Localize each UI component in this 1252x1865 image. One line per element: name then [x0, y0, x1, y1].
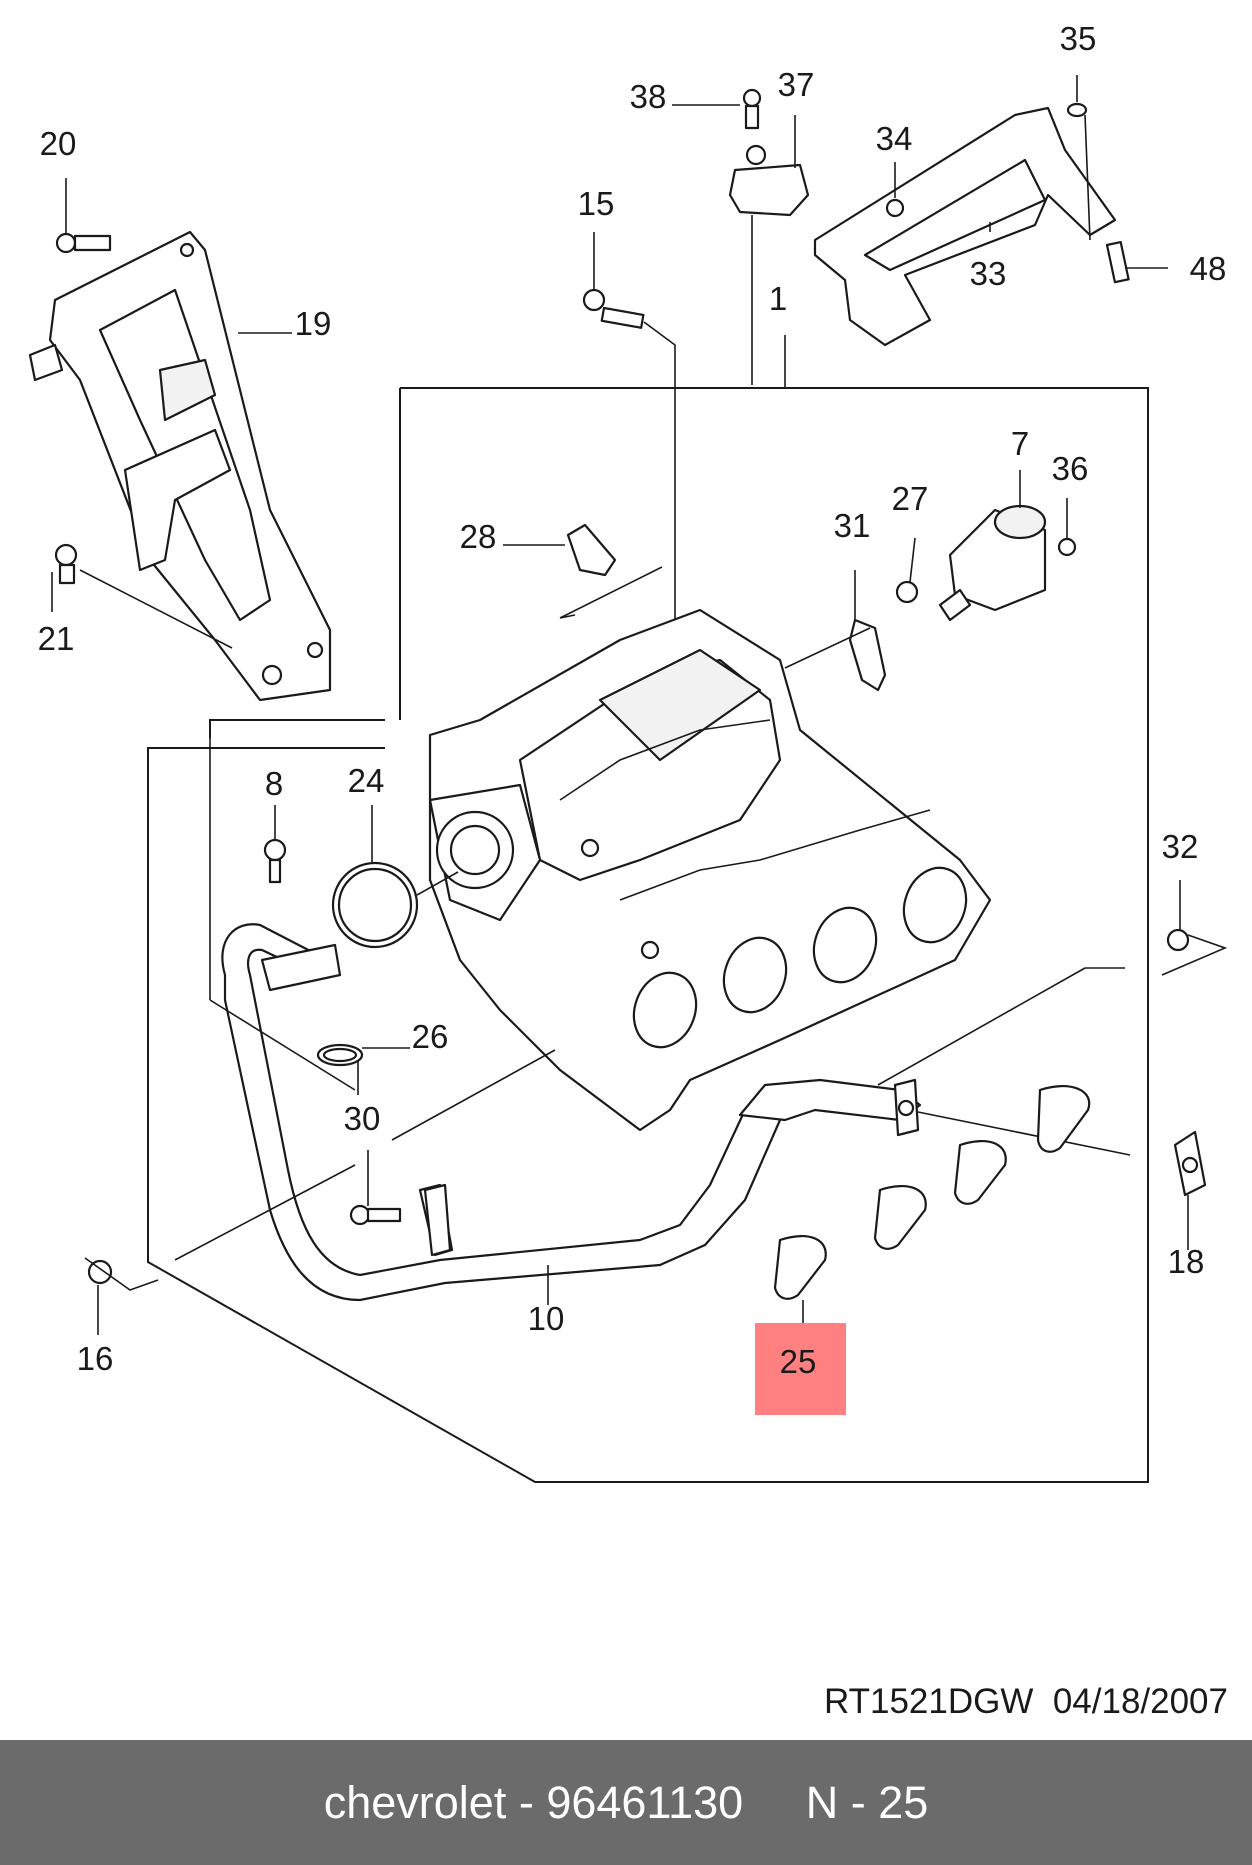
callout-15: 15 — [578, 185, 615, 222]
callout-28: 28 — [460, 518, 497, 555]
callout-38: 38 — [630, 78, 667, 115]
flange-18 — [1173, 1130, 1207, 1250]
callout-24: 24 — [348, 762, 385, 799]
callout-36: 36 — [1052, 450, 1089, 487]
callout-1: 1 — [769, 280, 787, 317]
callout-21: 21 — [38, 620, 75, 657]
callout-26: 26 — [412, 1018, 449, 1055]
callout-27: 27 — [892, 480, 929, 517]
callout-10: 10 — [528, 1300, 565, 1337]
bolt-38 — [672, 88, 762, 130]
callout-8: 8 — [265, 765, 283, 802]
bolt-36 — [1057, 498, 1077, 557]
stud-48 — [1105, 240, 1168, 284]
nut-32 — [1161, 880, 1228, 976]
bolt-pipe-bracket — [174, 1049, 556, 1261]
callout-20: 20 — [40, 125, 77, 162]
bolt-34 — [885, 162, 905, 218]
nut-16 — [84, 1257, 159, 1335]
intake-manifold — [428, 608, 992, 1132]
washer-35 — [1066, 75, 1091, 241]
callout-18: 18 — [1168, 1243, 1205, 1280]
bracket-30-lines — [209, 738, 359, 1095]
valve-7 — [938, 470, 1047, 622]
callout-37: 37 — [778, 66, 815, 103]
parts-diagram: 20 19 21 38 37 15 1 35 34 33 48 7 36 27 … — [28, 20, 1228, 1483]
callout-33: 33 — [970, 255, 1007, 292]
callout-31: 31 — [834, 507, 871, 544]
callout-25: 25 — [780, 1343, 817, 1380]
gasket-24 — [331, 805, 459, 949]
nut-27 — [895, 537, 919, 604]
bracket-33 — [813, 106, 1117, 347]
clip-28 — [503, 523, 663, 619]
footer-bar: chevrolet - 96461130 N - 25 — [0, 1740, 1252, 1865]
runner-gaskets — [773, 967, 1125, 1342]
callout-19: 19 — [295, 305, 332, 342]
bolt-21 — [51, 543, 233, 649]
screw-8 — [263, 805, 287, 884]
callout-48: 48 — [1190, 250, 1227, 287]
footer-part-number: chevrolet - 96461130 N - 25 — [323, 1776, 929, 1828]
drawing-code: RT1521DGW 04/18/2007 — [823, 1682, 1228, 1721]
callout-30: 30 — [344, 1100, 381, 1137]
callout-16: 16 — [77, 1340, 114, 1377]
manifold-runners — [632, 866, 968, 1049]
callout-35: 35 — [1060, 20, 1097, 57]
bolt-20 — [55, 178, 112, 254]
clip-31 — [784, 570, 887, 692]
sensor-37 — [728, 115, 810, 385]
bracket-19 — [28, 230, 332, 702]
callout-34: 34 — [876, 120, 913, 157]
callout-25-highlight — [755, 1323, 846, 1415]
assembly-frame — [147, 335, 1149, 1483]
seal-26 — [316, 1043, 410, 1067]
flange-egr-end — [893, 1078, 1131, 1156]
callout-32: 32 — [1162, 828, 1199, 865]
callout-7: 7 — [1011, 425, 1029, 462]
